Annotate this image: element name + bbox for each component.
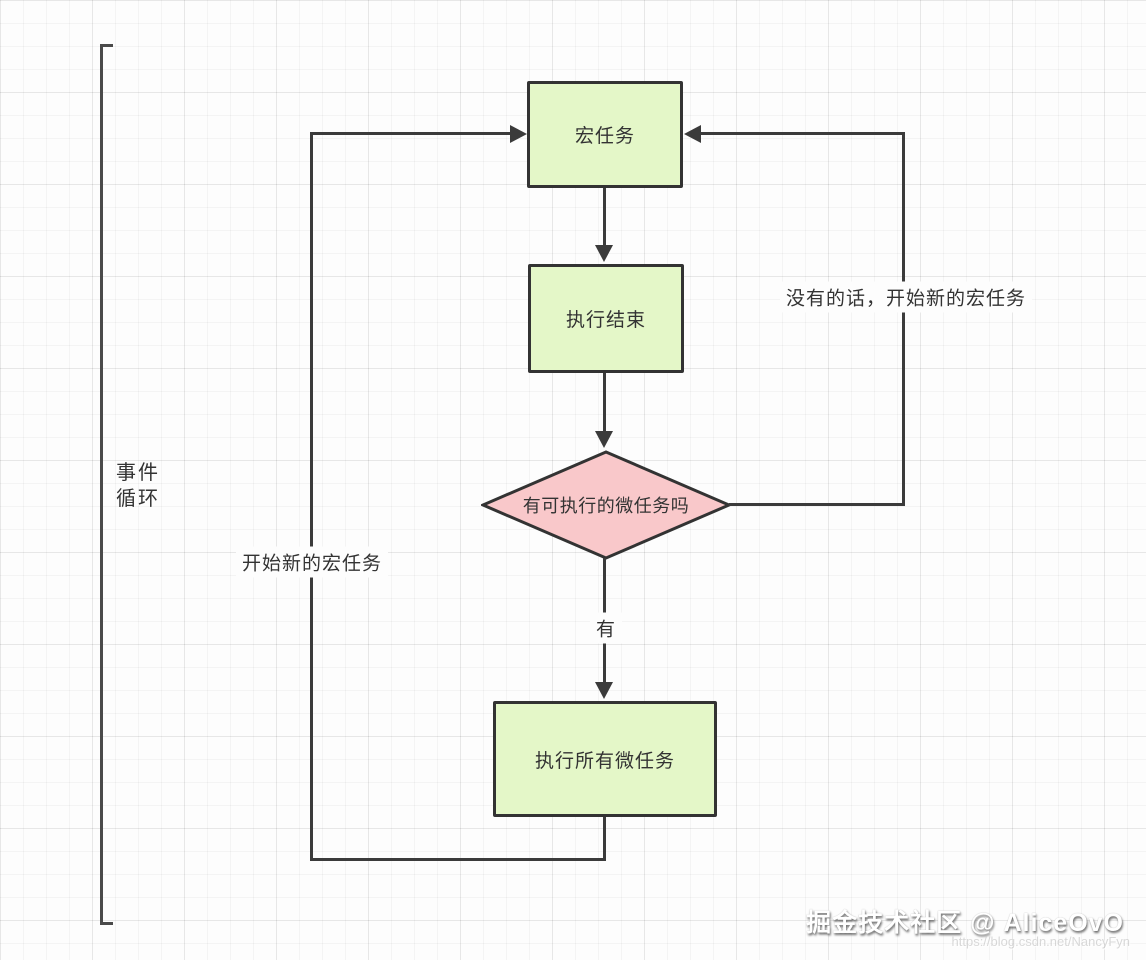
edge-label-start-new-macro: 开始新的宏任务 xyxy=(235,546,389,578)
edge-left-loop-bottom xyxy=(310,858,606,861)
watermark-url: https://blog.csdn.net/NancyFyn xyxy=(951,934,1130,949)
decision-micro-task-check-label: 有可执行的微任务吗 xyxy=(522,496,690,516)
edge-right-loop-bottom xyxy=(729,503,905,506)
node-run-all-micro-tasks-label: 执行所有微任务 xyxy=(534,750,675,772)
arrowhead-down-icon xyxy=(595,245,613,262)
arrowhead-left-icon xyxy=(684,125,701,143)
edge-label-no-start-new-macro: 没有的话，开始新的宏任务 xyxy=(779,281,1033,313)
edge-label-yes: 有 xyxy=(589,612,623,644)
node-execution-end-label: 执行结束 xyxy=(565,310,646,331)
event-loop-bracket xyxy=(100,44,113,925)
edge-left-loop-up xyxy=(310,132,313,861)
edge-right-loop-up xyxy=(902,132,905,506)
edge-end-to-decision xyxy=(603,373,606,433)
edge-left-loop-down xyxy=(603,817,606,861)
decision-diamond-shape xyxy=(481,450,731,560)
node-macro-task-label: 宏任务 xyxy=(574,126,635,147)
watermark-community: 掘金技术社区 @ AliceOvO xyxy=(806,909,1124,937)
edge-left-loop-top xyxy=(310,132,512,135)
edge-right-loop-top xyxy=(700,132,905,135)
edge-macro-to-end xyxy=(603,188,606,248)
event-loop-label: 事件 循环 xyxy=(116,462,160,510)
node-execution-end: 执行结束 xyxy=(528,264,684,373)
node-run-all-micro-tasks: 执行所有微任务 xyxy=(493,701,717,817)
arrowhead-down-icon xyxy=(595,682,613,699)
node-macro-task: 宏任务 xyxy=(527,81,683,188)
arrowhead-right-icon xyxy=(510,125,527,143)
arrowhead-down-icon xyxy=(595,431,613,448)
decision-micro-task-check: 有可执行的微任务吗 xyxy=(481,450,731,560)
